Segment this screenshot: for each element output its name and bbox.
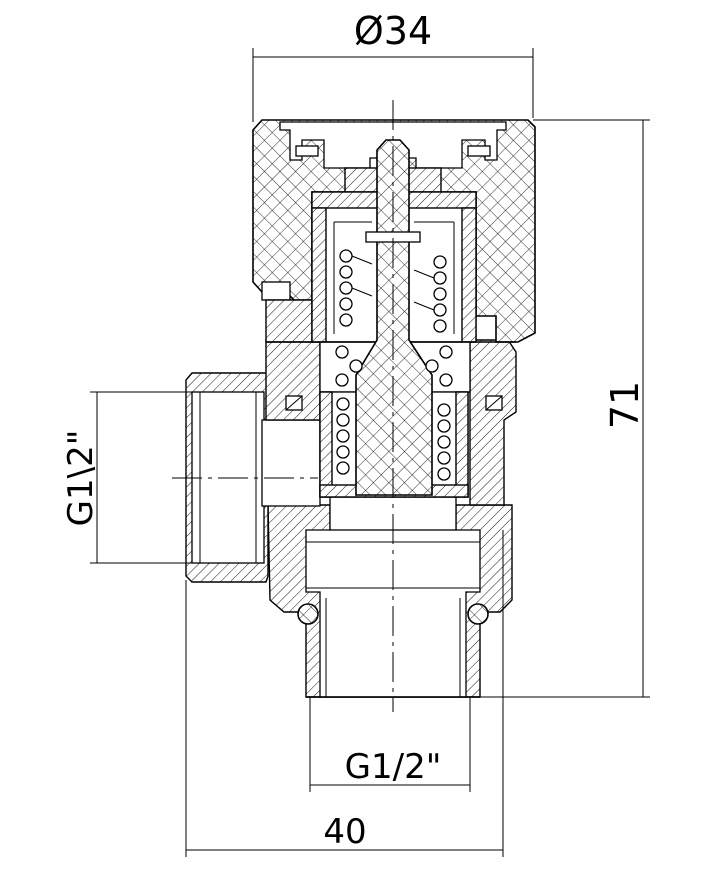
spring-coil <box>336 429 350 443</box>
o-ring-right <box>467 603 489 625</box>
cap-diameter-label: Ø34 <box>354 9 432 53</box>
overall-width-label: 40 <box>323 812 366 852</box>
stem <box>355 139 433 496</box>
cap-step-notch <box>261 281 291 301</box>
spring-wire <box>413 301 435 311</box>
side-thread-label: G1\2" <box>61 430 101 527</box>
cap-tab-left <box>295 145 319 157</box>
spring-wire <box>413 269 435 279</box>
middle-spring <box>335 345 453 387</box>
spring-coil <box>437 451 451 465</box>
spring-coil <box>336 397 350 411</box>
o-rings <box>297 603 489 625</box>
housing-right-wall <box>461 207 477 343</box>
spring-coil <box>433 303 447 317</box>
spring-coil <box>336 461 350 475</box>
cap-tab-right <box>467 145 491 157</box>
spring-coil <box>433 271 447 285</box>
spring-coil <box>439 345 453 359</box>
spring-coil <box>339 265 353 279</box>
lower-spring <box>336 397 451 481</box>
dimension-overall-height: 71 <box>470 119 650 698</box>
dimension-overall-width: 40 <box>185 530 504 857</box>
dimension-cap-diameter: Ø34 <box>252 9 534 122</box>
lower-body <box>267 496 513 698</box>
spring-coil <box>437 435 451 449</box>
lower-chamber-left-wall <box>319 391 333 498</box>
inlet-passage <box>261 419 321 507</box>
spring-coil <box>433 319 447 333</box>
middle-body <box>265 339 517 506</box>
spring-coil <box>433 287 447 301</box>
upper-spring <box>339 249 447 333</box>
spring-coil <box>339 281 353 295</box>
spring-coil <box>349 359 363 373</box>
spring-coil <box>335 373 349 387</box>
housing-left-wall <box>311 207 327 343</box>
o-ring-left <box>297 603 319 625</box>
lower-chamber-right-wall <box>455 391 469 498</box>
middle-body-right-wall <box>469 339 517 506</box>
spring-wire <box>351 255 373 265</box>
spring-coil <box>339 313 353 327</box>
retaining-clip-right-mark <box>485 395 503 411</box>
spring-coil <box>339 297 353 311</box>
spring-coil <box>335 345 349 359</box>
spring-coil <box>425 359 439 373</box>
overall-height-label: 71 <box>603 381 647 429</box>
retaining-clip-left-mark <box>285 395 303 411</box>
spring-coil <box>437 419 451 433</box>
spring-coil <box>437 467 451 481</box>
body-collar-left <box>265 299 313 343</box>
spring-wire <box>351 287 373 297</box>
spring-coil <box>336 445 350 459</box>
dimension-side-thread: G1\2" <box>61 391 195 564</box>
spring-coil <box>439 373 453 387</box>
spring-coil <box>339 249 353 263</box>
spring-coil <box>336 413 350 427</box>
spring-coil <box>437 403 451 417</box>
centerlines <box>172 100 394 712</box>
dimension-bottom-thread: G1/2" <box>309 697 471 792</box>
bottom-thread-label: G1/2" <box>345 747 442 787</box>
spring-coil <box>433 255 447 269</box>
